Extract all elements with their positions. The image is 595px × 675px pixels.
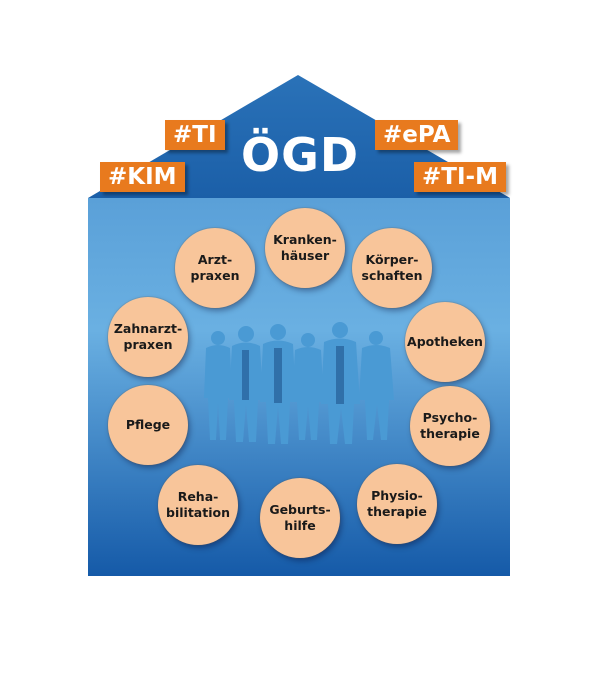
- coat-shadow: [242, 350, 249, 400]
- tag-ti: #TI: [165, 120, 225, 150]
- roof: [88, 75, 510, 198]
- circle-geburtshilfe: Geburts- hilfe: [260, 478, 340, 558]
- person-head: [270, 324, 286, 340]
- circle-rehabilitation: Reha- bilitation: [158, 465, 238, 545]
- circle-zahnarztpraxen: Zahnarzt- praxen: [108, 297, 188, 377]
- person-head: [369, 331, 383, 345]
- tag-kim: #KIM: [100, 162, 185, 192]
- circle-koerperschaften: Körper- schaften: [352, 228, 432, 308]
- tag-tim: #TI-M: [414, 162, 506, 192]
- person-head: [332, 322, 348, 338]
- person-body: [359, 345, 394, 440]
- person-head: [211, 331, 225, 345]
- circle-pflege: Pflege: [108, 385, 188, 465]
- page-title: ÖGD: [240, 128, 360, 182]
- circle-krankenhaeuser: Kranken- häuser: [265, 208, 345, 288]
- person-head: [301, 333, 315, 347]
- circle-apotheken: Apotheken: [405, 302, 485, 382]
- circle-arztpraxen: Arzt- praxen: [175, 228, 255, 308]
- coat-shadow: [274, 348, 282, 403]
- circle-physiotherapie: Physio- therapie: [357, 464, 437, 544]
- circle-psychotherapie: Psycho- therapie: [410, 386, 490, 466]
- person-body: [204, 345, 232, 440]
- coat-shadow: [336, 346, 344, 404]
- person-body: [292, 347, 324, 440]
- medical-staff-silhouettes: [204, 322, 394, 444]
- tag-epa: #ePA: [375, 120, 459, 150]
- person-head: [238, 326, 254, 342]
